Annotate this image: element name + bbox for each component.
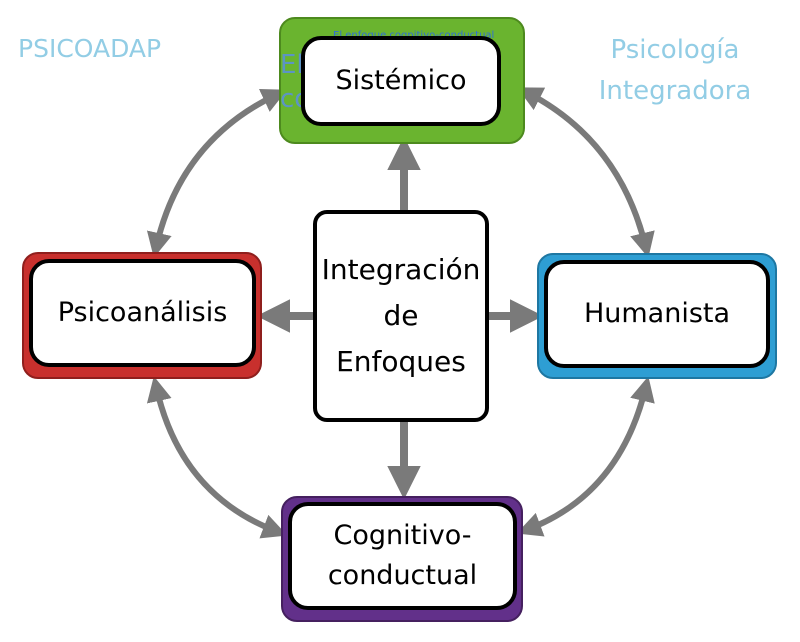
center-line3: Enfoques	[336, 345, 466, 378]
node-psicoanalisis: Psicoanálisis	[29, 259, 256, 367]
faint-overlap-line1: El	[280, 50, 304, 80]
watermark-psicologia-integradora: Psicología Integradora	[592, 30, 758, 112]
center-line2: de	[383, 299, 419, 332]
watermark-right-line1: Psicología	[610, 35, 740, 65]
arrow-sistemico-humanista	[517, 87, 655, 258]
faint-overlap-text-top: El enfoque cognitivo-conductual	[333, 30, 494, 41]
node-humanista: Humanista	[544, 260, 770, 368]
center-integracion-box: Integración de Enfoques	[313, 210, 489, 422]
arrow-sistemico-psicoanalisis	[146, 89, 288, 258]
node-sistemico-label: Sistémico	[335, 65, 467, 96]
watermark-right-line2: Integradora	[598, 76, 752, 106]
node-humanista-label: Humanista	[583, 298, 731, 329]
watermark-psicoadap: PSICOADAP	[18, 34, 162, 63]
node-cognitivo-conductual: Cognitivo- conductual	[288, 502, 517, 610]
arrow-psicoanalisis-cognitivo	[146, 376, 288, 539]
node-sistemico: Sistémico	[301, 36, 501, 126]
center-line1: Integración	[321, 253, 481, 286]
arrow-humanista-cognitivo	[516, 376, 655, 537]
node-cognitivo-line1: Cognitivo-	[333, 520, 472, 551]
node-psicoanalisis-label: Psicoanálisis	[57, 297, 228, 328]
node-cognitivo-line2: conductual	[327, 560, 478, 591]
